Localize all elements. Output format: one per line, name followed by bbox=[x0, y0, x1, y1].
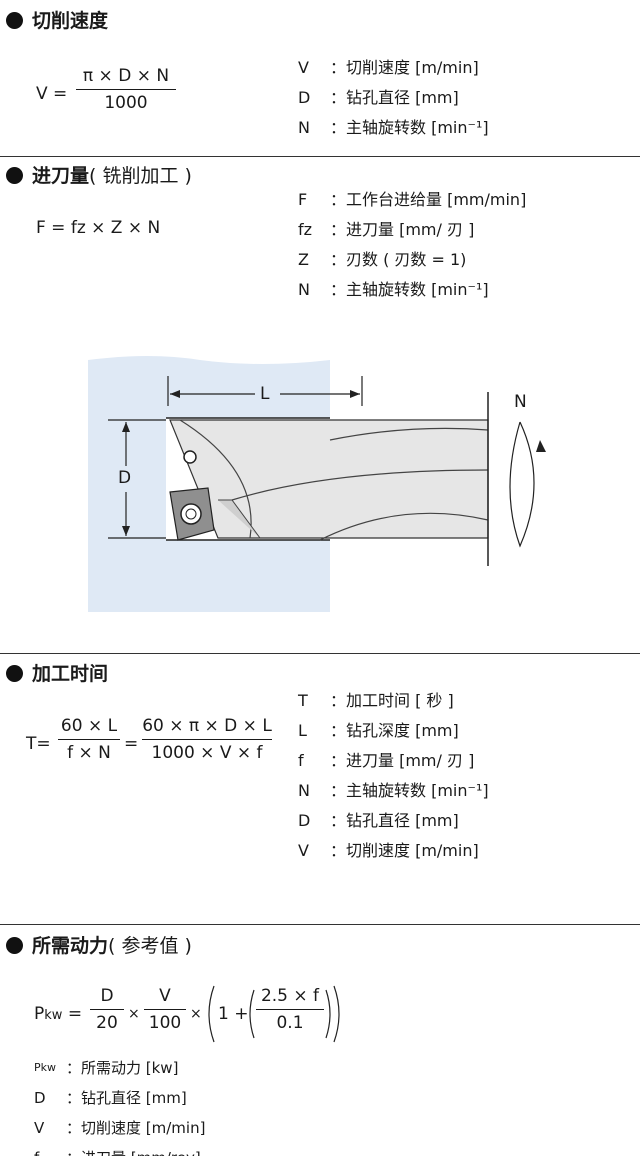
dimension-label-l: L bbox=[260, 384, 270, 404]
rotation-arrow-icon bbox=[509, 421, 535, 548]
variable-row: V：切削速度 [m/min] bbox=[34, 1119, 206, 1137]
section-divider bbox=[0, 653, 640, 654]
power-fraction-3: 2.5 × f 0.1 bbox=[256, 986, 324, 1033]
machining-time-fraction-1: 60 × L f × N bbox=[58, 716, 120, 763]
cutting-speed-denominator: 1000 bbox=[104, 93, 148, 113]
bullet-icon bbox=[6, 937, 23, 954]
machining-time-lhs: T= bbox=[26, 734, 51, 754]
variable-row: Z：刃数 ( 刃数 = 1) bbox=[298, 250, 467, 269]
insert-screw-icon bbox=[180, 503, 202, 525]
section-divider bbox=[0, 156, 640, 157]
machining-time-variables: T：加工时间 [ 秒 ] L：钻孔深度 [mm] f：进刀量 [mm/ 刃 ] … bbox=[298, 686, 618, 866]
machining-time-fraction-2: 60 × π × D × L 1000 × V × f bbox=[142, 716, 272, 763]
feed-variables: F：工作台进给量 [mm/min] fz：进刀量 [mm/ 刃 ] Z：刃数 (… bbox=[298, 185, 618, 305]
coolant-hole-icon bbox=[183, 450, 197, 464]
section-title-cutting-speed: 切削速度 bbox=[6, 6, 108, 33]
bullet-icon bbox=[6, 12, 23, 29]
cutting-speed-fraction: π × D × N 1000 bbox=[76, 66, 176, 113]
variable-row: f：进刀量 [mm/ 刃 ] bbox=[298, 751, 475, 770]
rotation-label-n: N bbox=[514, 392, 527, 412]
parentheses bbox=[208, 985, 340, 1043]
drill-diagram bbox=[88, 356, 546, 612]
power-fraction-1: D 20 bbox=[90, 986, 124, 1033]
variable-row: D：钻孔直径 [mm] bbox=[298, 811, 459, 830]
power-fraction-2: V 100 bbox=[144, 986, 186, 1033]
variable-row: T：加工时间 [ 秒 ] bbox=[298, 691, 454, 710]
variable-row: D：钻孔直径 [mm] bbox=[298, 88, 459, 107]
section-divider bbox=[0, 924, 640, 925]
variable-row: D：钻孔直径 [mm] bbox=[34, 1089, 187, 1107]
one-plus: 1 + bbox=[218, 1004, 249, 1024]
required-power-lhs: Pkw = bbox=[34, 1004, 83, 1024]
section-title-required-power: 所需动力( 参考值 ) bbox=[6, 931, 192, 958]
section-title-machining-time: 加工时间 bbox=[6, 659, 108, 686]
bullet-icon bbox=[6, 167, 23, 184]
variable-row: L：钻孔深度 [mm] bbox=[298, 721, 459, 740]
variable-row: N：主轴旋转数 [min⁻¹] bbox=[298, 118, 489, 137]
bullet-icon bbox=[6, 665, 23, 682]
section-title-feed: 进刀量( 铣削加工 ) bbox=[6, 161, 192, 188]
cutting-speed-variables: V：切削速度 [m/min] D：钻孔直径 [mm] N：主轴旋转数 [min⁻… bbox=[298, 53, 618, 143]
variable-row: V：切削速度 [m/min] bbox=[298, 841, 479, 860]
variable-row: fz：进刀量 [mm/ 刃 ] bbox=[298, 220, 475, 239]
variable-row: N：主轴旋转数 [min⁻¹] bbox=[298, 781, 489, 800]
fraction-bar bbox=[76, 89, 176, 90]
feed-formula: F = fz × Z × N bbox=[36, 218, 161, 238]
dimension-label-d: D bbox=[118, 468, 132, 488]
required-power-variables: Pkw：所需动力 [kw] D：钻孔直径 [mm] V：切削速度 [m/min]… bbox=[34, 1053, 354, 1156]
variable-row: N：主轴旋转数 [min⁻¹] bbox=[298, 280, 489, 299]
cutting-speed-numerator: π × D × N bbox=[82, 66, 170, 86]
equals-sign: = bbox=[124, 734, 139, 754]
variable-row: Pkw：所需动力 [kw] bbox=[34, 1059, 179, 1077]
variable-row: F：工作台进给量 [mm/min] bbox=[298, 190, 527, 209]
cutting-speed-lhs: V = bbox=[36, 84, 68, 104]
variable-row: f：进刀量 [mm/rev] bbox=[34, 1143, 354, 1156]
variable-row: V：切削速度 [m/min] bbox=[298, 58, 479, 77]
